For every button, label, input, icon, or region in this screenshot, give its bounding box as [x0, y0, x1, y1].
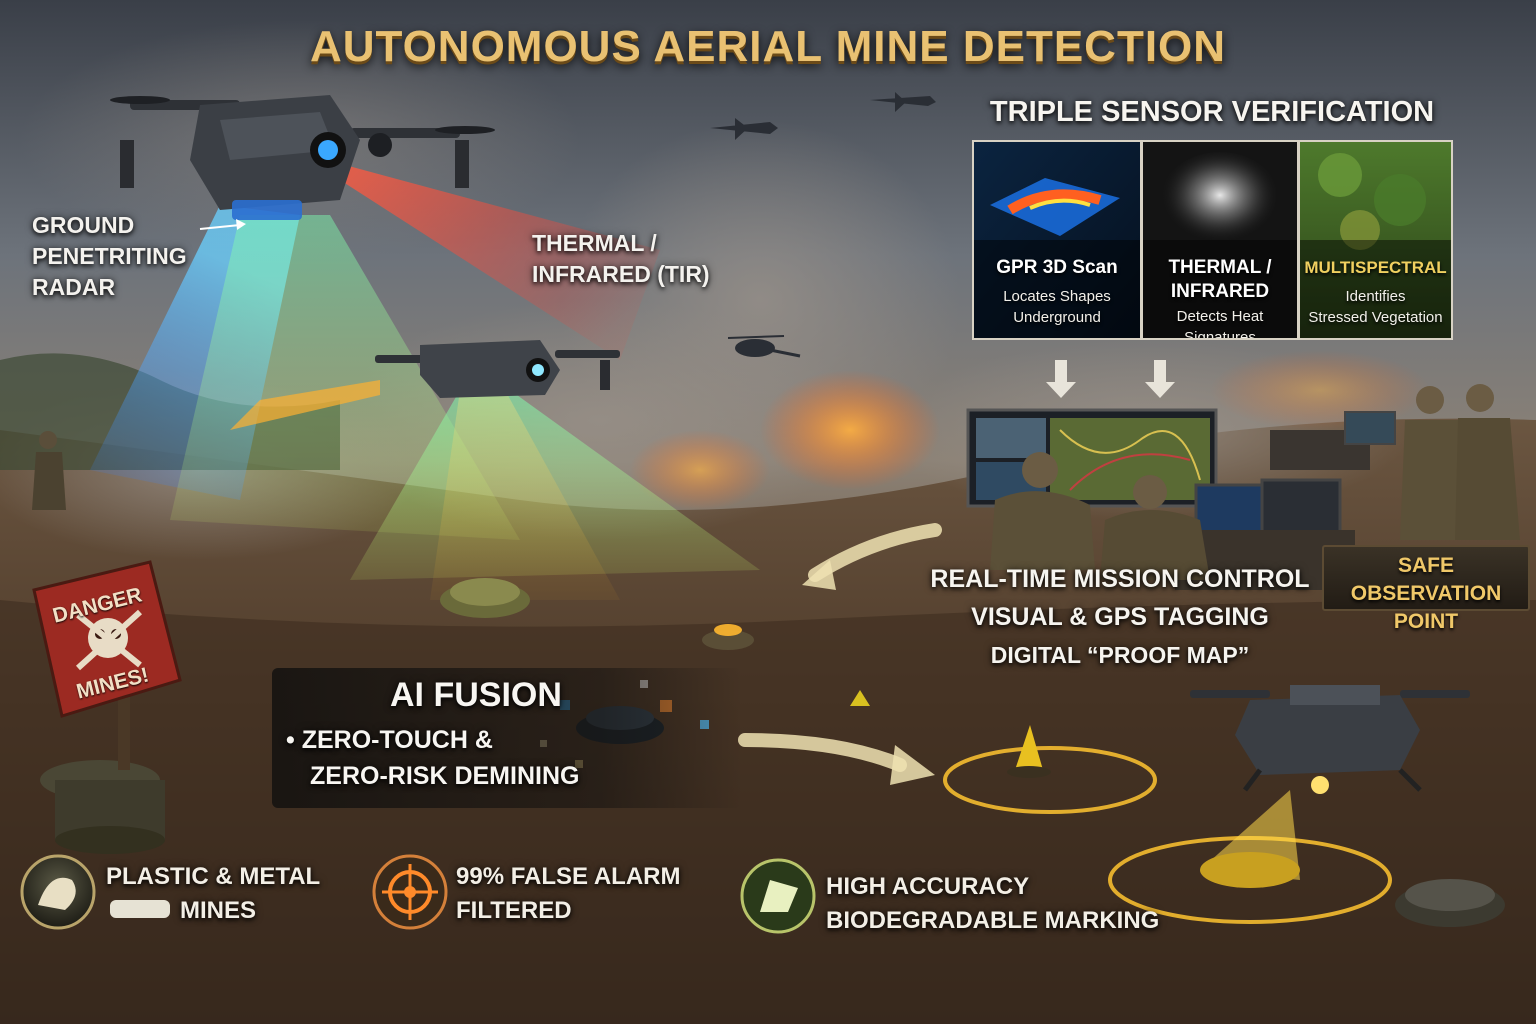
safe-observation-text: SAFE OBSERVATION POINT — [1324, 552, 1528, 636]
feature-line: MINES — [180, 897, 257, 924]
thermal-label-line: THERMAL / — [532, 230, 657, 256]
thermal-label: THERMAL / INFRARED (TIR) — [532, 228, 752, 290]
ai-fusion-bullet: • ZERO-TOUCH & — [286, 726, 493, 755]
ai-fusion-box — [272, 668, 742, 808]
thermal-label-line: INFRARED (TIR) — [532, 261, 710, 287]
panel-heading: MULTISPECTRAL — [1304, 258, 1447, 277]
ai-fusion-line: ZERO-TOUCH & — [301, 726, 493, 754]
mission-control-line: DIGITAL “PROOF MAP” — [990, 642, 1250, 668]
jet-silhouette — [710, 92, 936, 140]
ai-fusion-line: ZERO-RISK DEMINING — [310, 762, 580, 790]
tir-beam — [340, 165, 660, 360]
safe-line: POINT — [1393, 610, 1459, 633]
down-arrow — [1145, 360, 1175, 398]
mission-control-text: REAL-TIME MISSION CONTROL VISUAL & GPS T… — [900, 560, 1340, 674]
panel-text: Signatures — [1184, 329, 1256, 340]
mission-control-line: REAL-TIME MISSION CONTROL — [930, 565, 1310, 593]
safe-line: SAFE OBSERVATION — [1350, 554, 1502, 605]
page-title: AUTONOMOUS AERIAL MINE DETECTION — [309, 22, 1227, 71]
fusion-arrow — [738, 733, 907, 772]
marking-drone — [1190, 685, 1470, 794]
gpr-label: GROUND PENETRITING RADAR — [32, 210, 232, 303]
thermal-panel: THERMAL / INFRARED Detects Heat Signatur… — [1141, 140, 1299, 340]
feature-line: 99% FALSE ALARM — [456, 863, 681, 890]
gpr-label-line: GROUND — [32, 212, 135, 238]
secondary-drone — [375, 340, 620, 398]
helicopter-silhouette — [727, 335, 801, 358]
feature-line: FILTERED — [456, 897, 572, 924]
mission-control-line: VISUAL & GPS TAGGING — [971, 603, 1269, 631]
panel-text: Underground — [1013, 309, 1101, 326]
panel-heading: GPR 3D Scan — [996, 257, 1118, 278]
sensor-verification-title: TRIPLE SENSOR VERIFICATION — [989, 96, 1435, 128]
mine-shell-icon — [110, 900, 170, 918]
danger-sign — [32, 560, 182, 770]
panel-text: Identifies — [1345, 288, 1406, 305]
panel-heading: INFRARED — [1170, 281, 1270, 302]
panel-heading: THERMAL / — [1168, 257, 1272, 278]
ai-fusion-title: AI FUSION — [390, 676, 562, 714]
down-arrow — [1046, 360, 1076, 398]
feature-line: HIGH ACCURACY — [826, 873, 1030, 900]
gpr-label-line: RADAR — [32, 274, 116, 300]
multispectral-panel: MULTISPECTRAL Identifies Stressed Vegeta… — [1298, 140, 1453, 340]
gpr-scan-panel: GPR 3D Scan Locates Shapes Underground — [972, 140, 1142, 340]
feature-false-alarm: 99% FALSE ALARM FILTERED — [456, 860, 716, 928]
bullet-icon: • — [286, 726, 295, 754]
panel-text: Locates Shapes — [1003, 288, 1111, 305]
feature-plastic-metal: PLASTIC & METAL MINES — [106, 860, 346, 928]
feature-line: BIODEGRADABLE MARKING — [826, 907, 1160, 934]
feature-line: PLASTIC & METAL — [106, 863, 321, 890]
safe-observation-sign: SAFE OBSERVATION POINT — [1322, 545, 1530, 633]
feature-marking: HIGH ACCURACY BIODEGRADABLE MARKING — [826, 870, 1166, 938]
gpr-label-line: PENETRITING — [32, 243, 187, 269]
field-soldier — [32, 431, 66, 510]
panel-text: Detects Heat — [1176, 308, 1264, 325]
primary-drone — [110, 95, 495, 220]
panel-text: Stressed Vegetation — [1308, 309, 1443, 326]
